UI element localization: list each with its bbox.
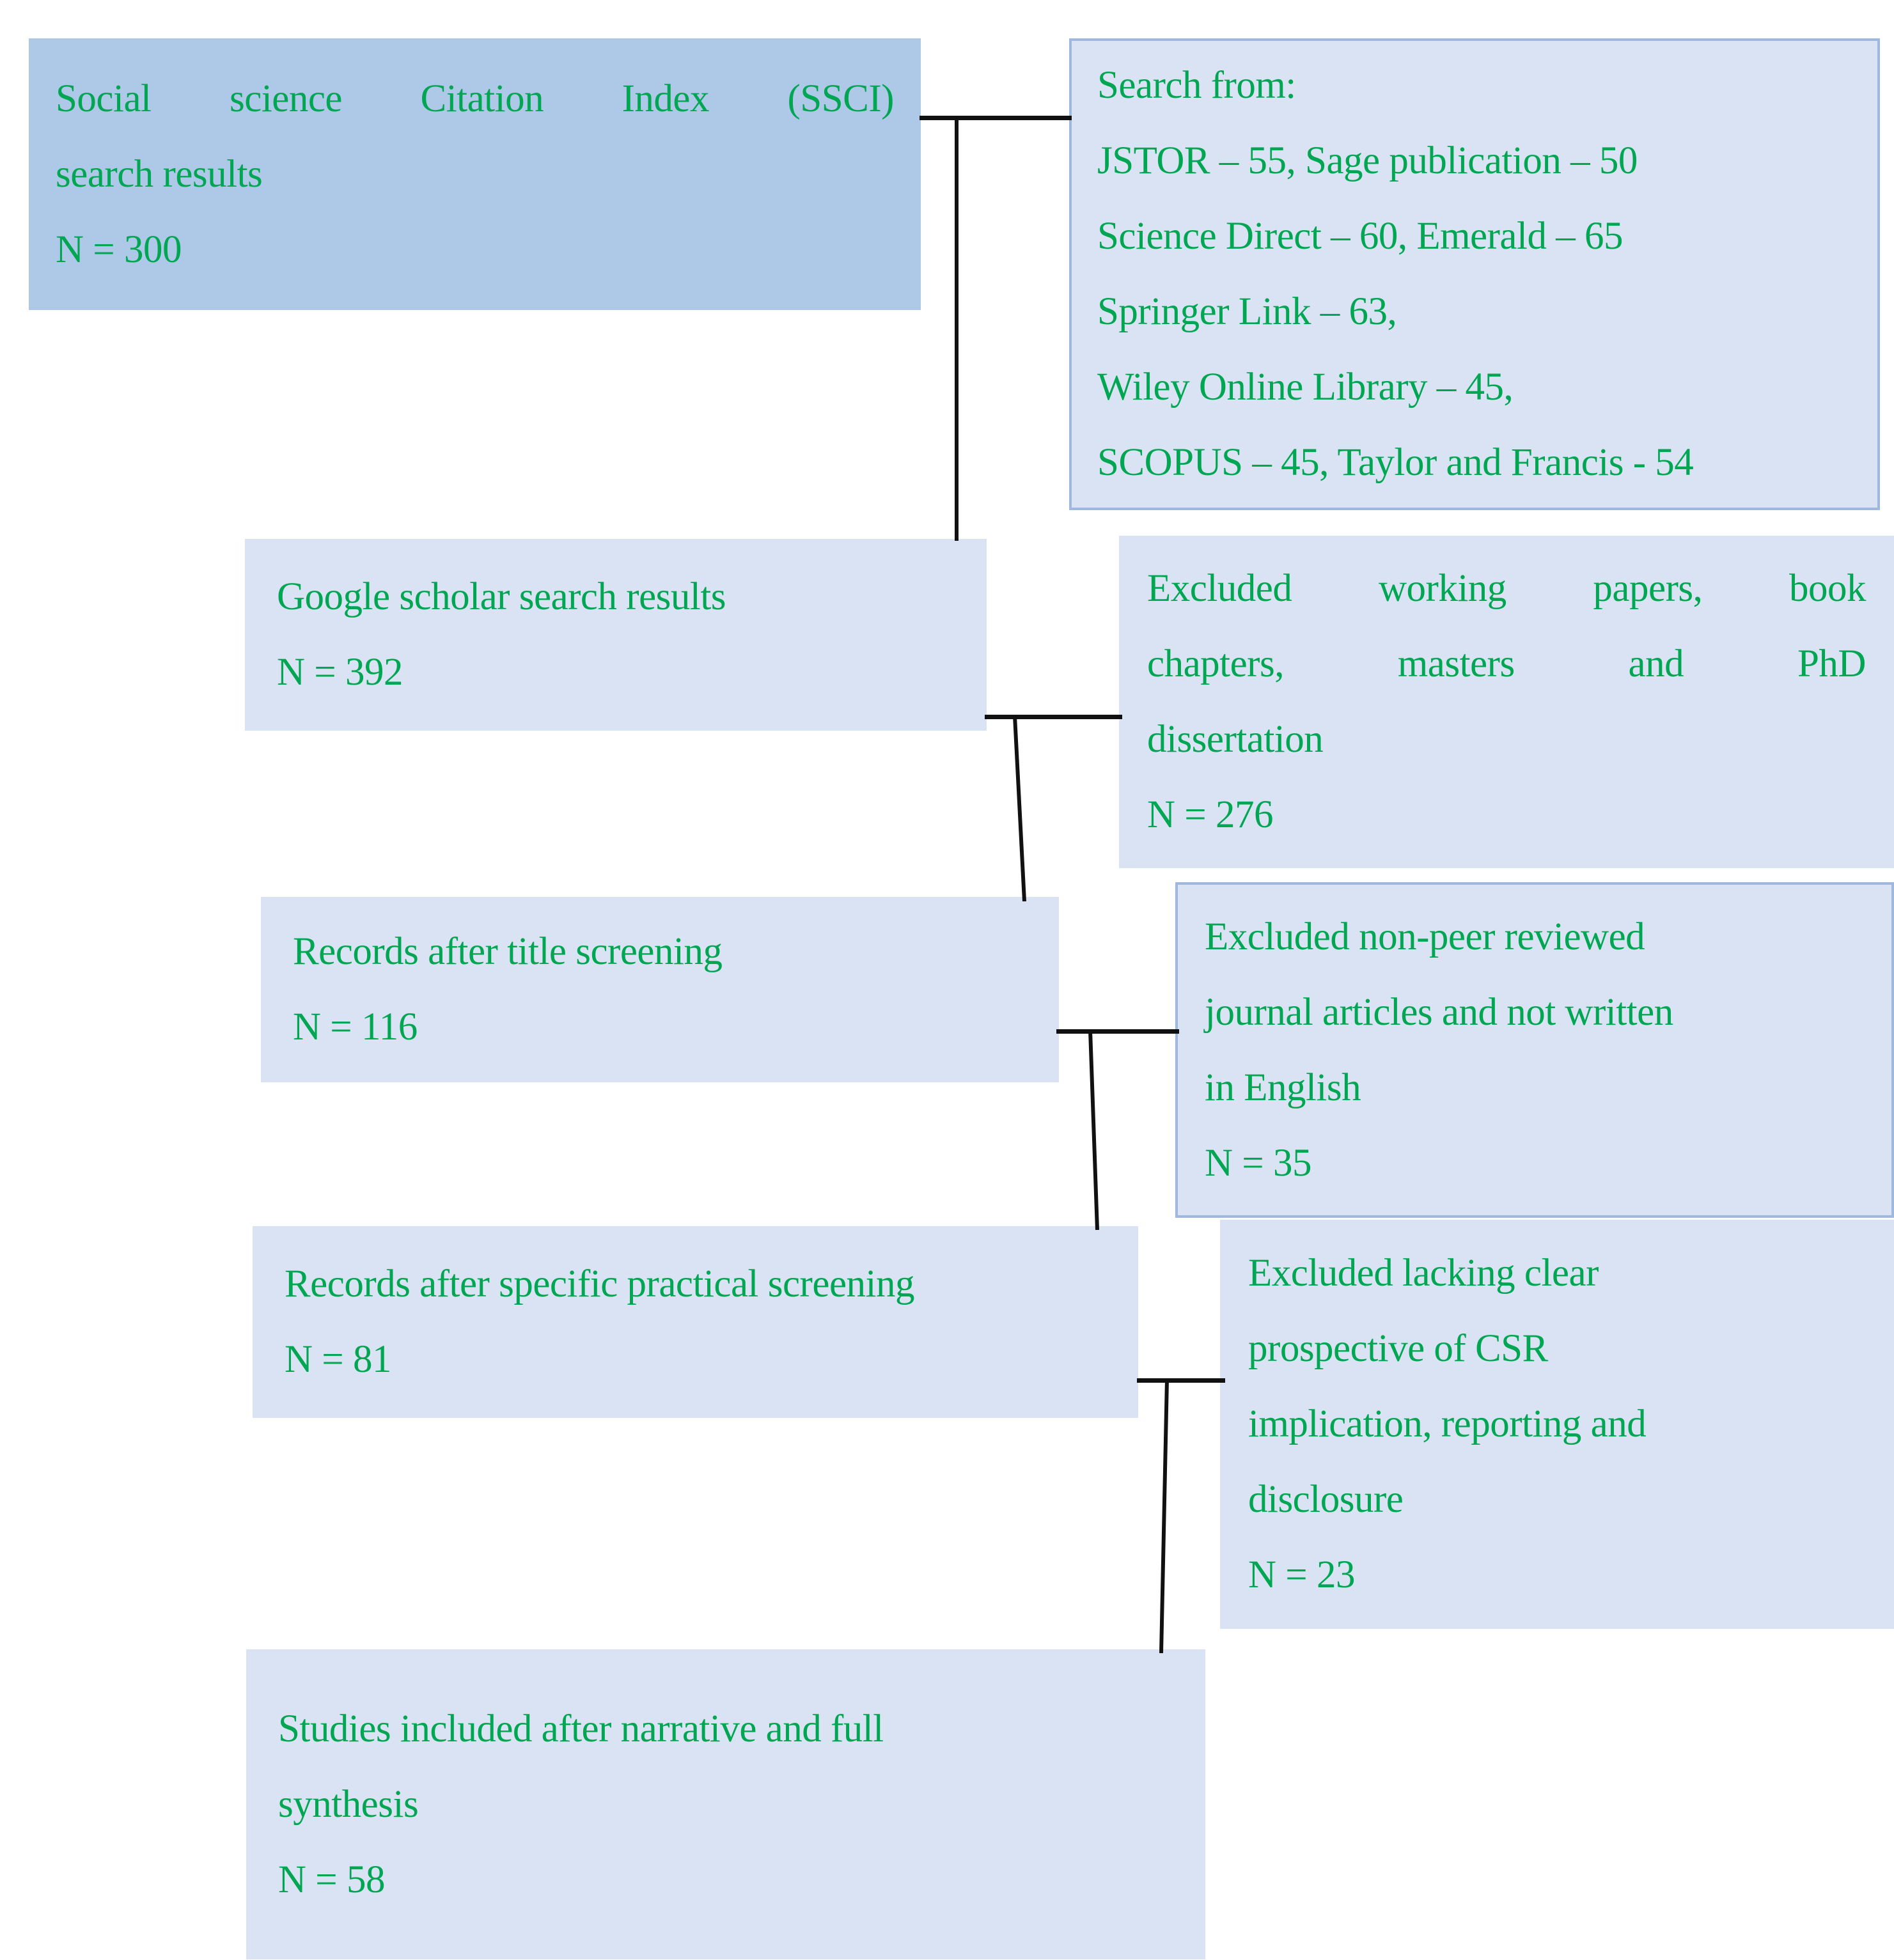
excluded-working-line-3: dissertation bbox=[1147, 718, 1324, 761]
studies-included-line-1: Studies included after narrative and ful… bbox=[278, 1707, 884, 1750]
excluded-working-line-2: chapters, masters and PhD bbox=[1147, 642, 1867, 685]
source-springer: Springer Link – 63, bbox=[1097, 290, 1397, 333]
ssci-count: N = 300 bbox=[56, 228, 182, 271]
box-records-after-practical-screening: Records after specific practical screeni… bbox=[253, 1226, 1138, 1418]
connector-ssci-drop-to-google bbox=[955, 118, 959, 541]
studies-included-count: N = 58 bbox=[278, 1858, 385, 1901]
google-scholar-count: N = 392 bbox=[277, 651, 403, 694]
source-sciencedirect-emerald: Science Direct – 60, Emerald – 65 bbox=[1097, 215, 1623, 258]
connector-title-screening-to-excluded-nonpeer bbox=[1056, 1029, 1179, 1034]
studies-included-line-2: synthesis bbox=[278, 1782, 419, 1826]
excluded-csr-line-4: disclosure bbox=[1248, 1478, 1404, 1521]
excluded-nonpeer-count: N = 35 bbox=[1205, 1141, 1311, 1185]
box-studies-included: Studies included after narrative and ful… bbox=[246, 1649, 1205, 1959]
box-ssci-search-results: Social science Citation Index (SSCI) sea… bbox=[29, 38, 921, 310]
google-scholar-label: Google scholar search results bbox=[277, 575, 726, 618]
excluded-working-line-1: Excluded working papers, book bbox=[1147, 567, 1867, 610]
box-google-scholar-results: Google scholar search results N = 392 bbox=[245, 539, 987, 731]
records-title-count: N = 116 bbox=[293, 1006, 418, 1048]
box-excluded-non-peer-reviewed: Excluded non-peer reviewed journal artic… bbox=[1175, 882, 1894, 1218]
box-search-from-sources: Search from: JSTOR – 55, Sage publicatio… bbox=[1069, 38, 1880, 510]
excluded-nonpeer-line-1: Excluded non-peer reviewed bbox=[1205, 915, 1645, 958]
box-records-after-title-screening: Records after title screening N = 116 bbox=[261, 897, 1059, 1082]
records-practical-count: N = 81 bbox=[285, 1338, 391, 1381]
source-scopus-taylor: SCOPUS – 45, Taylor and Francis - 54 bbox=[1097, 441, 1694, 484]
box-excluded-lacking-csr: Excluded lacking clear prospective of CS… bbox=[1220, 1220, 1894, 1629]
ssci-line-1: Social science Citation Index (SSCI) bbox=[56, 77, 895, 120]
box-excluded-working-papers: Excluded working papers, book chapters, … bbox=[1119, 536, 1894, 868]
source-jstor-sage: JSTOR – 55, Sage publication – 50 bbox=[1097, 139, 1638, 182]
source-wiley: Wiley Online Library – 45, bbox=[1097, 366, 1514, 408]
ssci-line-2: search results bbox=[56, 152, 263, 196]
excluded-csr-line-2: prospective of CSR bbox=[1248, 1327, 1548, 1370]
excluded-csr-line-3: implication, reporting and bbox=[1248, 1403, 1647, 1445]
excluded-nonpeer-line-3: in English bbox=[1205, 1066, 1361, 1109]
connector-google-to-excluded-working bbox=[985, 715, 1122, 719]
excluded-csr-line-1: Excluded lacking clear bbox=[1248, 1252, 1599, 1295]
connector-ssci-to-sources bbox=[920, 116, 1072, 120]
connector-practical-drop-to-studies-included bbox=[1145, 1380, 1183, 1653]
connector-title-drop-to-practical-screening bbox=[1074, 1031, 1113, 1230]
records-practical-label: Records after specific practical screeni… bbox=[285, 1263, 914, 1305]
excluded-working-count: N = 276 bbox=[1147, 793, 1273, 836]
connector-google-drop-to-title-screening bbox=[1004, 716, 1042, 901]
excluded-nonpeer-line-2: journal articles and not written bbox=[1205, 990, 1673, 1034]
excluded-csr-count: N = 23 bbox=[1248, 1553, 1355, 1596]
records-title-label: Records after title screening bbox=[293, 930, 723, 973]
search-from-heading: Search from: bbox=[1097, 64, 1296, 107]
connector-practical-to-excluded-csr bbox=[1137, 1378, 1225, 1383]
